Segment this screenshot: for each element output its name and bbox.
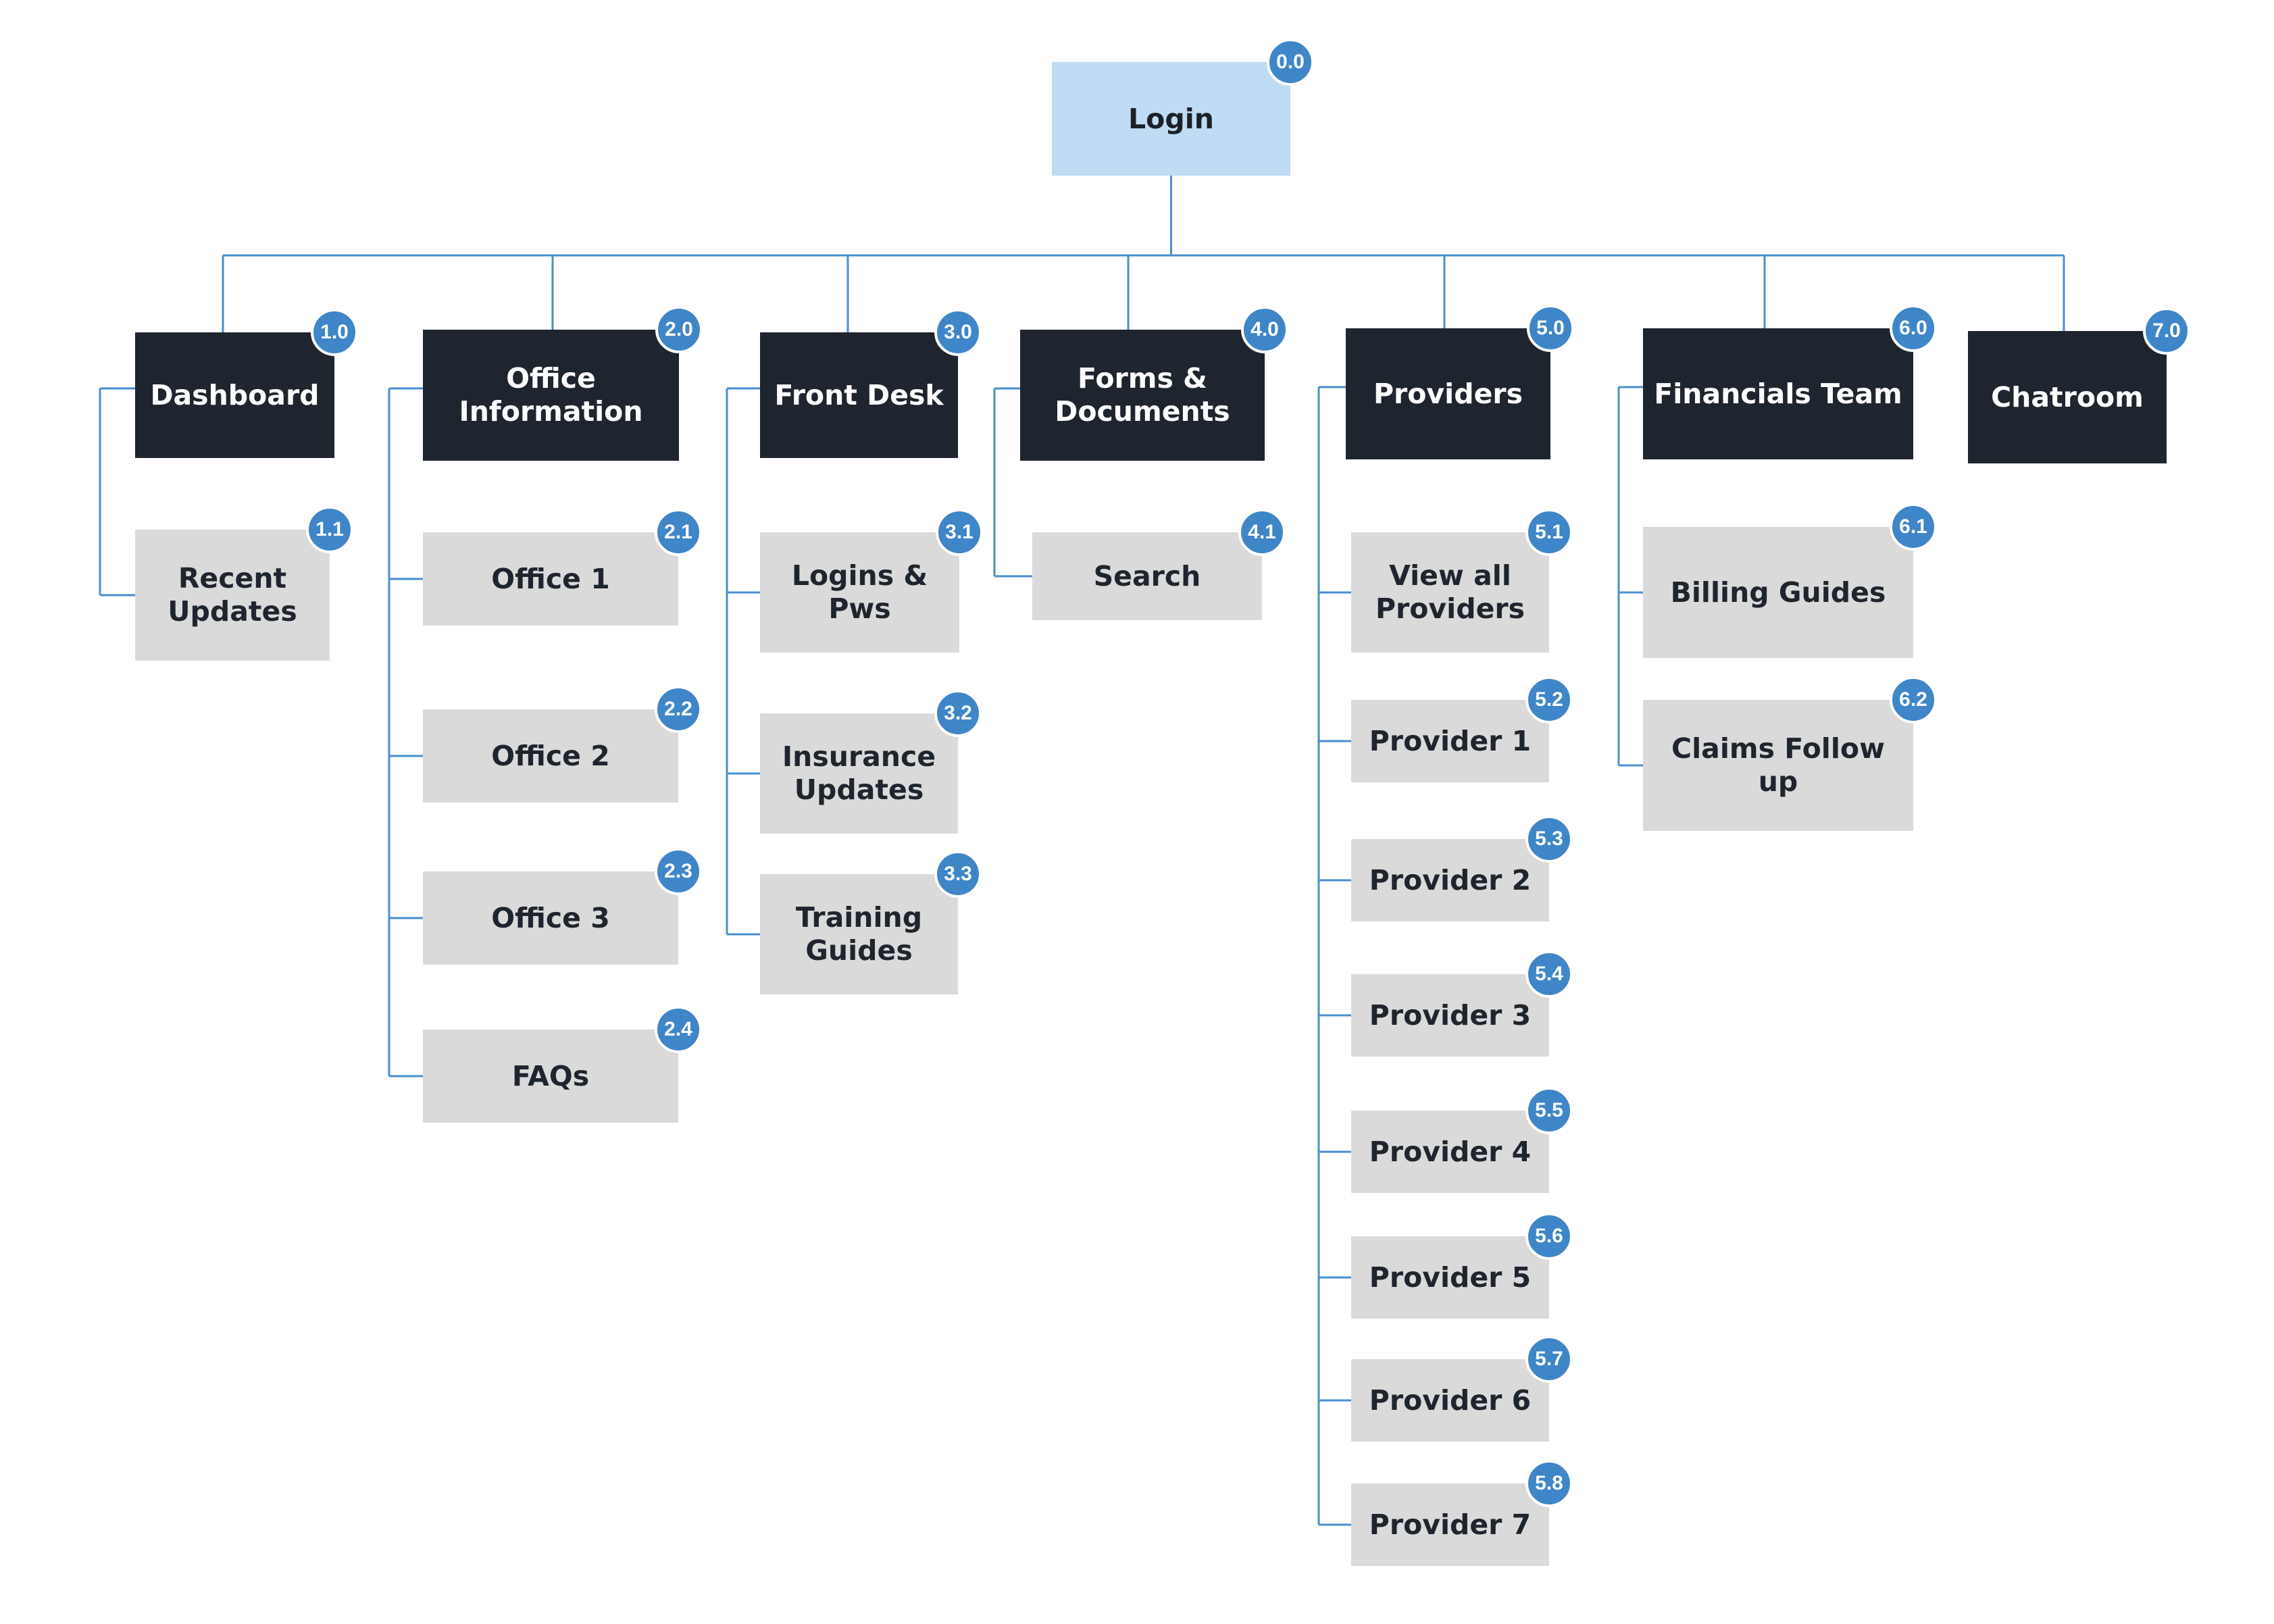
section-providers-label: Providers [1373,377,1523,410]
page-insurance-updates-number-badge: 3.2 [934,690,982,737]
section-dashboard-number-badge: 1.0 [311,309,358,356]
page-office-2-number-badge: 2.2 [655,686,702,733]
section-front-desk[interactable]: Front Desk [760,332,958,458]
section-chatroom-label: Chatroom [1991,380,2144,413]
page-provider-3-number-badge: 5.4 [1525,950,1573,998]
page-office-3-label: Office 3 [491,901,610,934]
page-claims-follow-up-number-badge: 6.2 [1890,676,1937,724]
page-provider-6-number-badge: 5.7 [1525,1336,1573,1383]
section-financials-team-number-badge: 6.0 [1890,305,1937,352]
page-logins-pws-number-badge: 3.1 [936,509,983,556]
page-faqs-number-badge: 2.4 [655,1006,702,1053]
section-office-information-label: Office Information [459,362,643,428]
page-provider-7-label: Provider 7 [1369,1508,1532,1541]
page-recent-updates-label: Recent Updates [168,562,297,628]
page-training-guides-number-badge: 3.3 [934,851,982,898]
section-office-information-number-badge: 2.0 [655,306,703,353]
page-recent-updates[interactable]: Recent Updates [135,530,330,661]
page-provider-5[interactable]: Provider 5 [1351,1236,1549,1319]
page-provider-2[interactable]: Provider 2 [1351,839,1549,921]
login-node-label: Login [1128,102,1214,135]
page-training-guides[interactable]: Training Guides [760,874,958,994]
page-provider-6[interactable]: Provider 6 [1351,1359,1549,1442]
page-provider-5-label: Provider 5 [1369,1261,1532,1294]
page-search-number-badge: 4.1 [1238,509,1286,556]
section-financials-team-label: Financials Team [1654,377,1902,410]
page-view-all-providers-label: View all Providers [1375,559,1525,625]
page-provider-1[interactable]: Provider 1 [1351,700,1549,782]
page-insurance-updates-label: Insurance Updates [782,740,936,806]
page-billing-guides-label: Billing Guides [1670,576,1886,609]
page-provider-4-label: Provider 4 [1369,1135,1532,1168]
page-search-label: Search [1093,559,1201,592]
section-chatroom-number-badge: 7.0 [2143,307,2190,355]
page-provider-2-number-badge: 5.3 [1525,815,1573,863]
page-office-3-number-badge: 2.3 [655,848,702,895]
section-forms-documents-number-badge: 4.0 [1241,306,1288,353]
page-provider-1-label: Provider 1 [1369,724,1532,757]
page-logins-pws[interactable]: Logins & Pws [760,532,959,653]
section-chatroom[interactable]: Chatroom [1968,331,2167,463]
page-provider-1-number-badge: 5.2 [1525,676,1573,724]
section-financials-team[interactable]: Financials Team [1643,328,1913,459]
page-provider-2-label: Provider 2 [1369,863,1532,896]
section-front-desk-label: Front Desk [774,378,944,411]
page-office-1-number-badge: 2.1 [655,509,702,556]
page-logins-pws-label: Logins & Pws [791,559,928,625]
page-view-all-providers-number-badge: 5.1 [1525,509,1573,556]
page-provider-5-number-badge: 5.6 [1525,1213,1573,1260]
section-providers-number-badge: 5.0 [1527,305,1574,352]
page-provider-7-number-badge: 5.8 [1525,1460,1573,1507]
page-insurance-updates[interactable]: Insurance Updates [760,713,958,834]
section-dashboard[interactable]: Dashboard [135,332,334,458]
page-provider-7[interactable]: Provider 7 [1351,1483,1549,1566]
page-view-all-providers[interactable]: View all Providers [1351,532,1549,653]
section-office-information[interactable]: Office Information [423,330,679,461]
page-provider-3-label: Provider 3 [1369,998,1532,1032]
section-providers[interactable]: Providers [1346,328,1550,459]
login-node-number-badge: 0.0 [1267,39,1314,86]
page-claims-follow-up-label: Claims Follow up [1671,732,1885,798]
page-provider-4-number-badge: 5.5 [1525,1087,1573,1134]
page-office-3[interactable]: Office 3 [423,871,678,965]
page-recent-updates-number-badge: 1.1 [306,506,353,553]
page-provider-6-label: Provider 6 [1369,1384,1532,1417]
page-billing-guides[interactable]: Billing Guides [1643,527,1913,658]
section-forms-documents[interactable]: Forms & Documents [1020,330,1265,461]
section-dashboard-label: Dashboard [150,378,320,411]
page-office-2[interactable]: Office 2 [423,709,678,803]
page-office-1[interactable]: Office 1 [423,532,678,626]
page-provider-4[interactable]: Provider 4 [1351,1111,1549,1193]
page-billing-guides-number-badge: 6.1 [1890,503,1937,551]
page-provider-3[interactable]: Provider 3 [1351,974,1549,1057]
page-training-guides-label: Training Guides [795,901,923,967]
page-office-2-label: Office 2 [491,739,610,772]
section-forms-documents-label: Forms & Documents [1055,362,1230,428]
page-office-1-label: Office 1 [491,562,610,595]
login-node[interactable]: Login [1052,62,1290,176]
section-front-desk-number-badge: 3.0 [934,309,982,356]
page-claims-follow-up[interactable]: Claims Follow up [1643,700,1913,831]
page-faqs[interactable]: FAQs [423,1030,678,1123]
page-search[interactable]: Search [1032,532,1262,620]
page-faqs-label: FAQs [511,1059,590,1092]
